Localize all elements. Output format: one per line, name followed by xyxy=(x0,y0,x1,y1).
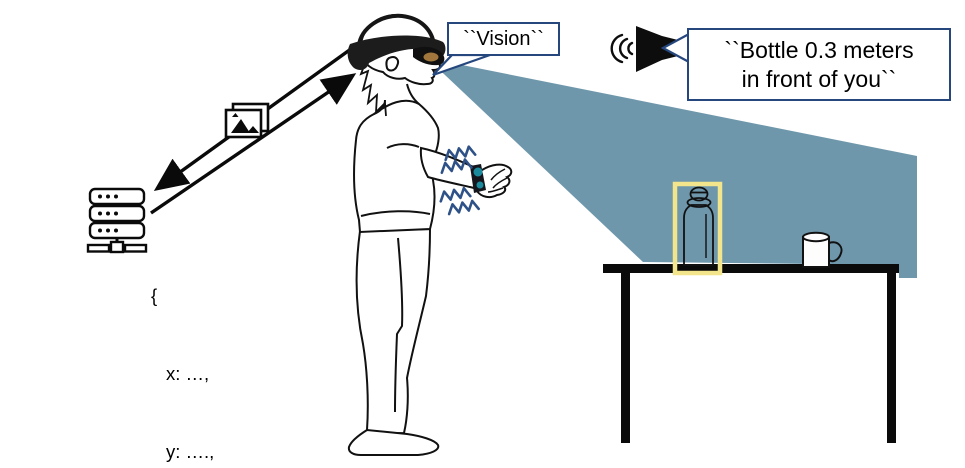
detection-json: { x: …, y: …., className: … } xyxy=(151,231,286,468)
person-figure xyxy=(347,13,513,456)
shirt-sleeve-line xyxy=(386,143,420,149)
bottle-bounding-box xyxy=(672,181,723,276)
person-legs xyxy=(355,227,432,436)
person-neck-back xyxy=(373,99,386,115)
visor-lens xyxy=(423,52,439,62)
json-open-brace: { xyxy=(151,285,158,306)
server-rack-icon xyxy=(86,187,148,254)
table xyxy=(603,264,899,443)
audio-bubble: ``Bottle 0.3 meters in front of you`` xyxy=(687,28,951,101)
person-foot xyxy=(347,428,440,456)
person-neck-front xyxy=(406,83,420,105)
ar-headset-icon xyxy=(347,13,446,71)
smartwatch-icon xyxy=(470,164,486,193)
arrow-to-headset xyxy=(150,73,357,215)
person-ear xyxy=(385,56,399,72)
table-top xyxy=(603,264,899,273)
waist-line xyxy=(360,210,431,217)
vision-label-text: ``Vision`` xyxy=(463,27,544,50)
audio-bubble-line2: in front of you`` xyxy=(741,65,897,92)
vision-label: ``Vision`` xyxy=(447,22,560,56)
mug-handle xyxy=(828,241,843,263)
table-leg-left xyxy=(621,273,630,443)
json-line-y: y: …., xyxy=(166,441,215,462)
vision-cone xyxy=(427,58,917,278)
bottle xyxy=(683,186,714,266)
mug xyxy=(802,231,843,268)
vibration-waves xyxy=(439,145,480,216)
photos-icon xyxy=(224,102,270,139)
json-line-x: x: …, xyxy=(166,363,210,384)
person-hair xyxy=(359,57,387,117)
table-leg-right xyxy=(887,273,896,443)
loudspeaker-icon xyxy=(610,26,678,72)
audio-bubble-line1: ``Bottle 0.3 meters xyxy=(724,36,914,63)
person-leg-inner-line xyxy=(394,237,404,413)
